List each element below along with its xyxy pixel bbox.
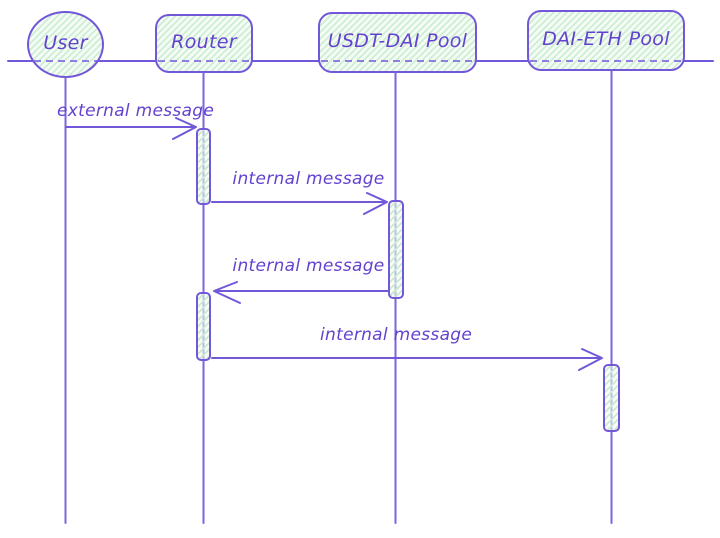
activation-dai-eth-pool — [603, 364, 620, 432]
message-label-internal-2: internal message — [232, 256, 385, 276]
message-label-internal-1: internal message — [232, 169, 385, 189]
activation-router-1 — [196, 128, 211, 205]
activation-usdt-dai-pool — [388, 200, 404, 299]
activation-router-2 — [196, 292, 211, 361]
participant-dai-eth-pool: DAI-ETH Pool — [527, 10, 685, 71]
arrow-external-message-head — [172, 117, 197, 140]
arrow-internal-message-3-head — [578, 348, 603, 371]
lifelines — [64, 70, 613, 524]
participant-router: Router — [155, 14, 253, 73]
arrow-internal-message-2-head — [213, 281, 241, 304]
participant-user-label: User — [43, 31, 88, 54]
participant-router-label: Router — [171, 30, 237, 53]
participant-usdt-dai-pool-label: USDT-DAI Pool — [327, 29, 468, 52]
arrow-internal-message-1-head — [363, 192, 388, 215]
message-label-internal-3: internal message — [320, 325, 473, 345]
participant-usdt-dai-pool: USDT-DAI Pool — [318, 12, 477, 73]
participant-dai-eth-pool-label: DAI-ETH Pool — [542, 27, 670, 50]
participant-user: User — [27, 11, 104, 78]
message-label-external: external message — [57, 101, 215, 121]
